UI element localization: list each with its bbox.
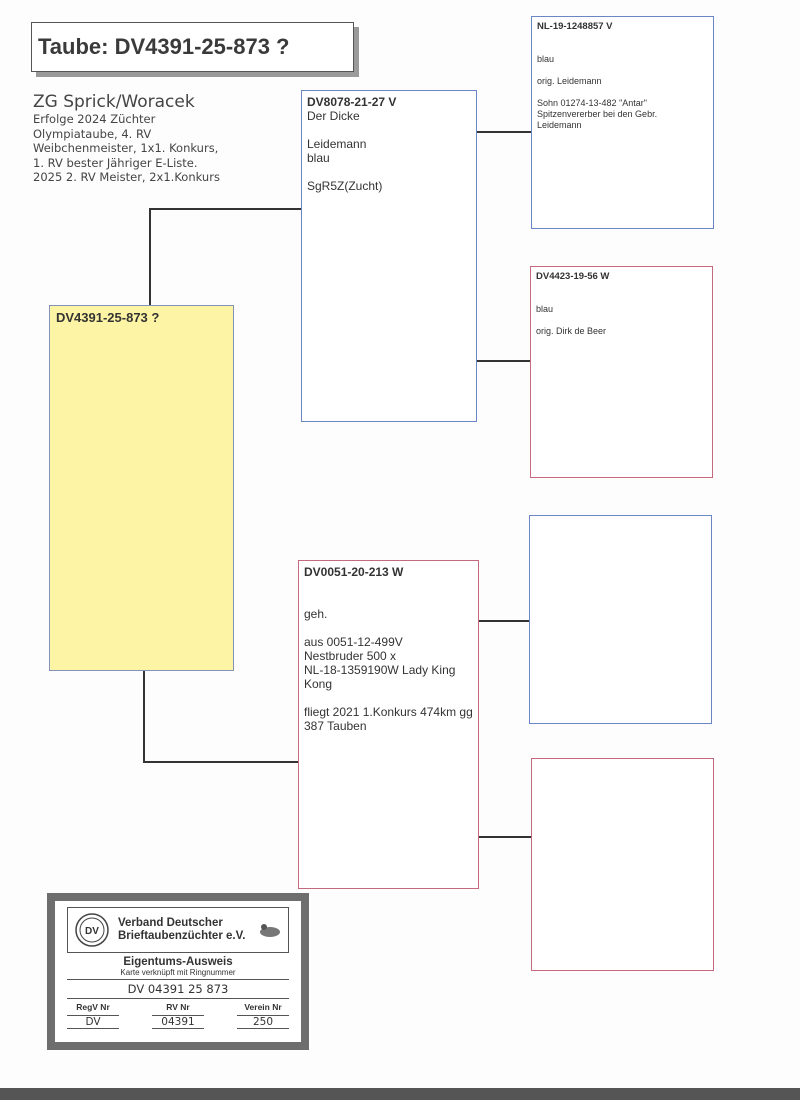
- dam-sire-box: [529, 515, 712, 724]
- association-logo-icon: DV: [75, 913, 109, 947]
- detail-line: blau: [307, 151, 330, 165]
- detail-line: geh.: [304, 607, 328, 621]
- svg-text:DV: DV: [85, 926, 99, 937]
- detail-line: orig. Leidemann: [537, 76, 602, 86]
- breeder-name: ZG Sprick/Woracek: [33, 92, 195, 112]
- dam-ring: DV0051-20-213 W: [304, 565, 404, 579]
- regv-label: RegV Nr: [76, 1002, 110, 1012]
- sire-dam-details: blau orig. Dirk de Beer: [536, 282, 707, 337]
- card-heading: Eigentums-Ausweis: [123, 956, 233, 968]
- connector-line: [149, 208, 151, 305]
- scan-edge: [0, 1088, 800, 1100]
- connector-line: [478, 620, 529, 622]
- detail-line: Der Dicke: [307, 109, 360, 123]
- detail-line: aus 0051-12-499V: [304, 635, 403, 649]
- detail-line: [537, 43, 708, 54]
- detail-line: Spitzenvererber bei den Gebr.: [537, 109, 658, 119]
- pigeon-box: DV4391-25-873 ?: [49, 305, 234, 671]
- sire-dam-ring: DV4423-19-56 W: [536, 271, 610, 282]
- connector-line: [143, 671, 145, 762]
- rv-value: 04391: [152, 1015, 204, 1029]
- breeder-line: Weibchenmeister, 1x1. Konkurs,: [33, 141, 219, 155]
- card-subheading: Karte verknüpft mit Ringnummer: [67, 968, 289, 980]
- detail-line: Nestbruder 500 x: [304, 649, 397, 663]
- detail-line: Sohn 01274-13-482 "Antar": [537, 98, 647, 108]
- connector-line: [476, 360, 530, 362]
- breeder-line: 1. RV bester Jähriger E-Liste.: [33, 155, 198, 170]
- breeder-line: Erfolge 2024 Züchter: [33, 112, 156, 126]
- connector-line: [476, 131, 531, 133]
- rv-label: RV Nr: [166, 1002, 190, 1012]
- detail-line: Leidemann: [307, 137, 367, 151]
- card-ring-number: DV 04391 25 873: [67, 980, 289, 999]
- detail-line: blau: [537, 54, 555, 64]
- detail-line: [304, 593, 473, 607]
- detail-line: orig. Dirk de Beer: [536, 326, 607, 336]
- detail-line: [536, 315, 707, 326]
- detail-line: Leidemann: [537, 120, 582, 130]
- detail-line: [304, 691, 473, 705]
- connector-line: [478, 836, 531, 838]
- verein-label: Verein Nr: [244, 1002, 282, 1012]
- sire-sire-details: blau orig. Leidemann Sohn 01274-13-482 "…: [537, 32, 708, 131]
- detail-line: [304, 579, 473, 593]
- detail-line: blau: [536, 304, 554, 314]
- detail-line: [537, 65, 708, 76]
- detail-line: [537, 32, 708, 43]
- detail-line: NL-18-1359190W Lady King Kong: [304, 663, 456, 691]
- breeder-line: Olympiataube, 4. RV: [33, 126, 152, 141]
- detail-line: [304, 621, 473, 635]
- pigeon-ring: DV4391-25-873 ?: [56, 310, 160, 325]
- detail-line: fliegt 2021 1.Konkurs 474km gg 387 Taube…: [304, 705, 473, 733]
- dam-dam-box: [531, 758, 714, 971]
- sire-dam-box: DV4423-19-56 W blau orig. Dirk de Beer: [530, 266, 713, 478]
- connector-line: [143, 761, 298, 763]
- detail-line: [307, 123, 471, 137]
- page-title: Taube: DV4391-25-873 ?: [31, 22, 354, 72]
- connector-line: [149, 208, 301, 210]
- detail-line: [536, 282, 707, 293]
- sire-ring: DV8078-21-27 V: [307, 95, 397, 109]
- breeder-line: 2025 2. RV Meister, 2x1.Konkurs: [33, 170, 220, 184]
- detail-line: SgR5Z(Zucht): [307, 179, 383, 193]
- detail-line: [536, 293, 707, 304]
- regv-value: DV: [67, 1015, 119, 1029]
- sire-sire-ring: NL-19-1248857 V: [537, 21, 613, 32]
- detail-line: [537, 87, 708, 98]
- pigeon-icon: [260, 924, 280, 937]
- sire-sire-box: NL-19-1248857 V blau orig. Leidemann Soh…: [531, 16, 714, 229]
- detail-line: [307, 165, 471, 179]
- verein-value: 250: [237, 1015, 289, 1029]
- breeder-info: ZG Sprick/Woracek Erfolge 2024 Züchter O…: [33, 92, 220, 185]
